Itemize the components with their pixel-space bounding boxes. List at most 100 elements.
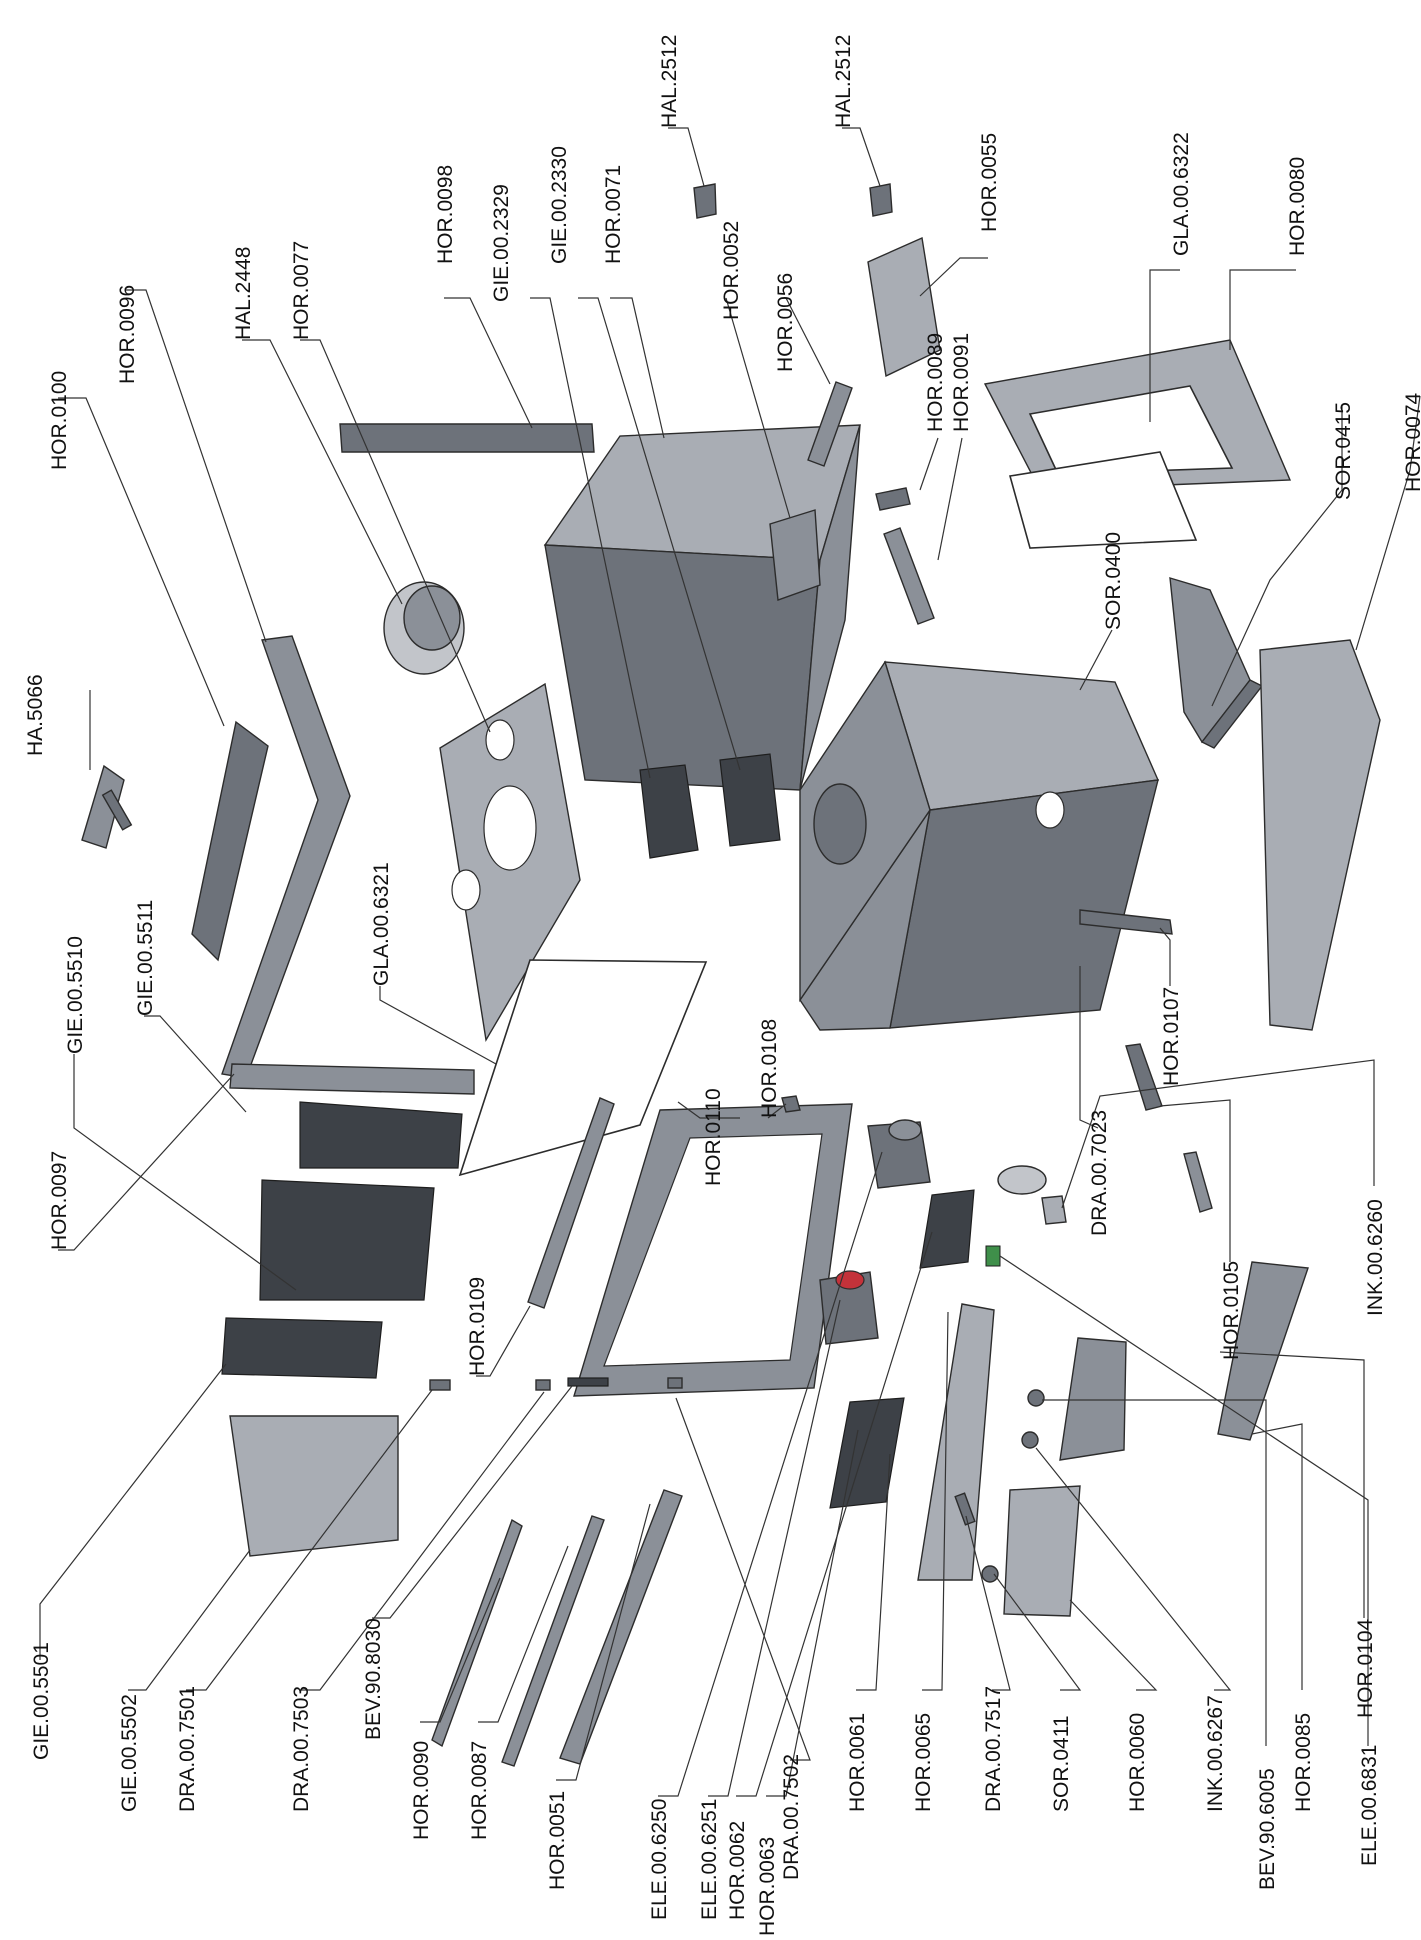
part-board-hor0061 <box>829 1397 905 1509</box>
part-spring-dra007501 <box>567 1377 609 1387</box>
label-bev908030: BEV.90.8030 <box>362 1618 385 1740</box>
label-hor0104: HOR.0104 <box>1354 1618 1377 1718</box>
label-sor0411: SOR.0411 <box>1050 1716 1073 1813</box>
label-sor0400: SOR.0400 <box>1102 532 1125 630</box>
part-housing-hor0060 <box>1003 1337 1127 1617</box>
label-dra007517: DRA.00.7517 <box>982 1686 1005 1812</box>
part-collar-hal2448 <box>383 581 465 675</box>
label-ele006250: ELE.00.6250 <box>648 1799 671 1920</box>
label-hor0055: HOR.0055 <box>978 133 1001 232</box>
part-bar-hor0108 <box>781 1095 801 1113</box>
label-gie005511: GIE.00.5511 <box>134 900 157 1016</box>
part-panel-hor0085 <box>1217 1261 1309 1441</box>
label-gie002330: GIE.00.2330 <box>548 146 571 264</box>
part-bar-hor0098 <box>339 423 595 453</box>
label-dra007023: DRA.00.7023 <box>1088 1110 1111 1236</box>
part-bracket-hor0089 <box>875 487 911 511</box>
label-hor0052: HOR.0052 <box>720 221 743 320</box>
label-hor0051: HOR.0051 <box>546 1791 569 1890</box>
part-clip-hal2512-a <box>693 183 717 219</box>
part-grate-gie005501 <box>221 1317 383 1379</box>
label-ele006831: ELE.00.6831 <box>1358 1745 1381 1866</box>
part-ashpan-sor0415 <box>1169 577 1264 749</box>
label-hor0056: HOR.0056 <box>774 273 797 372</box>
label-hor0100: HOR.0100 <box>48 371 71 470</box>
label-hor0105: HOR.0105 <box>1220 1261 1243 1360</box>
label-hor0071: HOR.0071 <box>602 165 625 264</box>
label-hor0062: HOR.0062 <box>726 1821 749 1920</box>
part-crank-hor0107 <box>1079 909 1173 935</box>
label-hor0090: HOR.0090 <box>410 1741 433 1840</box>
part-glass-gla006321 <box>458 959 708 1177</box>
label-bev906005: BEV.90.6005 <box>1256 1768 1279 1890</box>
label-gie005510: GIE.00.5510 <box>64 936 87 1054</box>
label-hor0091: HOR.0091 <box>950 333 973 432</box>
label-gla006322: GLA.00.6322 <box>1170 132 1193 256</box>
label-hor0087: HOR.0087 <box>468 1741 491 1840</box>
part-ribbed-plate-gie005502 <box>229 1415 399 1557</box>
part-sensor-ink006260 <box>997 1165 1067 1225</box>
part-handle-ha5066 <box>81 764 133 849</box>
label-hor0096: HOR.0096 <box>116 285 139 384</box>
label-hor0109: HOR.0109 <box>466 1277 489 1376</box>
label-hor0061: HOR.0061 <box>846 1713 869 1812</box>
label-hor0085: HOR.0085 <box>1292 1713 1315 1812</box>
label-ink006267: INK.00.6267 <box>1204 1695 1227 1812</box>
label-gie005501: GIE.00.5501 <box>30 1642 53 1760</box>
label-dra007501: DRA.00.7501 <box>176 1686 199 1812</box>
label-hor0107: HOR.0107 <box>1160 987 1183 1086</box>
part-door-frame-hor0080 <box>983 339 1292 549</box>
part-top-plate-hor0077 <box>439 682 581 1043</box>
part-small-dra007503 <box>535 1379 551 1391</box>
part-strip-hor0097 <box>229 1063 475 1095</box>
part-clip-hal2512-b <box>869 183 893 217</box>
label-gie002329: GIE.00.2329 <box>490 184 513 302</box>
part-cover-hor0065 <box>917 1303 995 1581</box>
part-panel-hor0074 <box>1259 639 1381 1031</box>
label-hal2512-b: HAL.2512 <box>832 35 855 128</box>
label-hor0108: HOR.0108 <box>758 1019 781 1118</box>
label-hor0060: HOR.0060 <box>1126 1713 1149 1812</box>
part-fan-ele006250 <box>867 1119 931 1189</box>
label-hor0110: HOR.0110 <box>702 1088 725 1186</box>
label-hal2448: HAL.2448 <box>232 247 255 340</box>
part-control-hor0062 <box>919 1189 975 1269</box>
part-rail-hor0051 <box>559 1489 683 1765</box>
part-firebox-sor0400 <box>799 660 1160 1031</box>
label-gie005502: GIE.00.5502 <box>118 1694 141 1812</box>
label-hor0063: HOR.0063 <box>756 1837 779 1936</box>
label-dra007503: DRA.00.7503 <box>290 1686 313 1812</box>
label-hor0077: HOR.0077 <box>290 241 313 340</box>
part-small-ink006267 <box>1021 1431 1039 1449</box>
part-small-sor0411 <box>981 1565 999 1583</box>
part-small-bev908030 <box>429 1379 451 1391</box>
part-tube-hor0056 <box>807 381 853 467</box>
part-grate-gie005511 <box>299 1101 463 1169</box>
label-hal2512-a: HAL.2512 <box>658 35 681 128</box>
label-ink006260: INK.00.6260 <box>1364 1199 1387 1316</box>
part-grate-gie005510 <box>259 1179 435 1301</box>
part-plate-hor0055 <box>867 236 941 378</box>
part-rod-hor0109 <box>527 1097 615 1309</box>
label-ha5066: HA.5066 <box>24 674 47 756</box>
label-hor0089: HOR.0089 <box>924 333 947 432</box>
part-panel-hor0100 <box>191 720 269 962</box>
part-bracket-hor0105 <box>1125 1043 1163 1111</box>
part-small-dra007502 <box>667 1377 683 1389</box>
part-rod-hor0091 <box>883 527 935 625</box>
label-gla006321: GLA.00.6321 <box>370 862 393 986</box>
part-door-frame-hor0110 <box>573 1103 853 1397</box>
part-rod-hor0104 <box>1183 1151 1213 1213</box>
label-hor0080: HOR.0080 <box>1286 157 1309 256</box>
label-hor0098: HOR.0098 <box>434 165 457 264</box>
part-small-ele006831 <box>985 1245 1001 1267</box>
label-sor0415: SOR.0415 <box>1332 402 1355 500</box>
label-hor0074: HOR.0074 <box>1402 392 1421 492</box>
label-hor0097: HOR.0097 <box>48 1151 71 1250</box>
label-group: HAL.2512 HAL.2512 HOR.0055 GLA.00.6322 H… <box>24 35 1421 1936</box>
part-rod-hor0087 <box>501 1515 605 1767</box>
label-hor0065: HOR.0065 <box>912 1713 935 1812</box>
label-ele006251: ELE.00.6251 <box>698 1799 721 1920</box>
part-fan-ele006251 <box>819 1270 879 1345</box>
